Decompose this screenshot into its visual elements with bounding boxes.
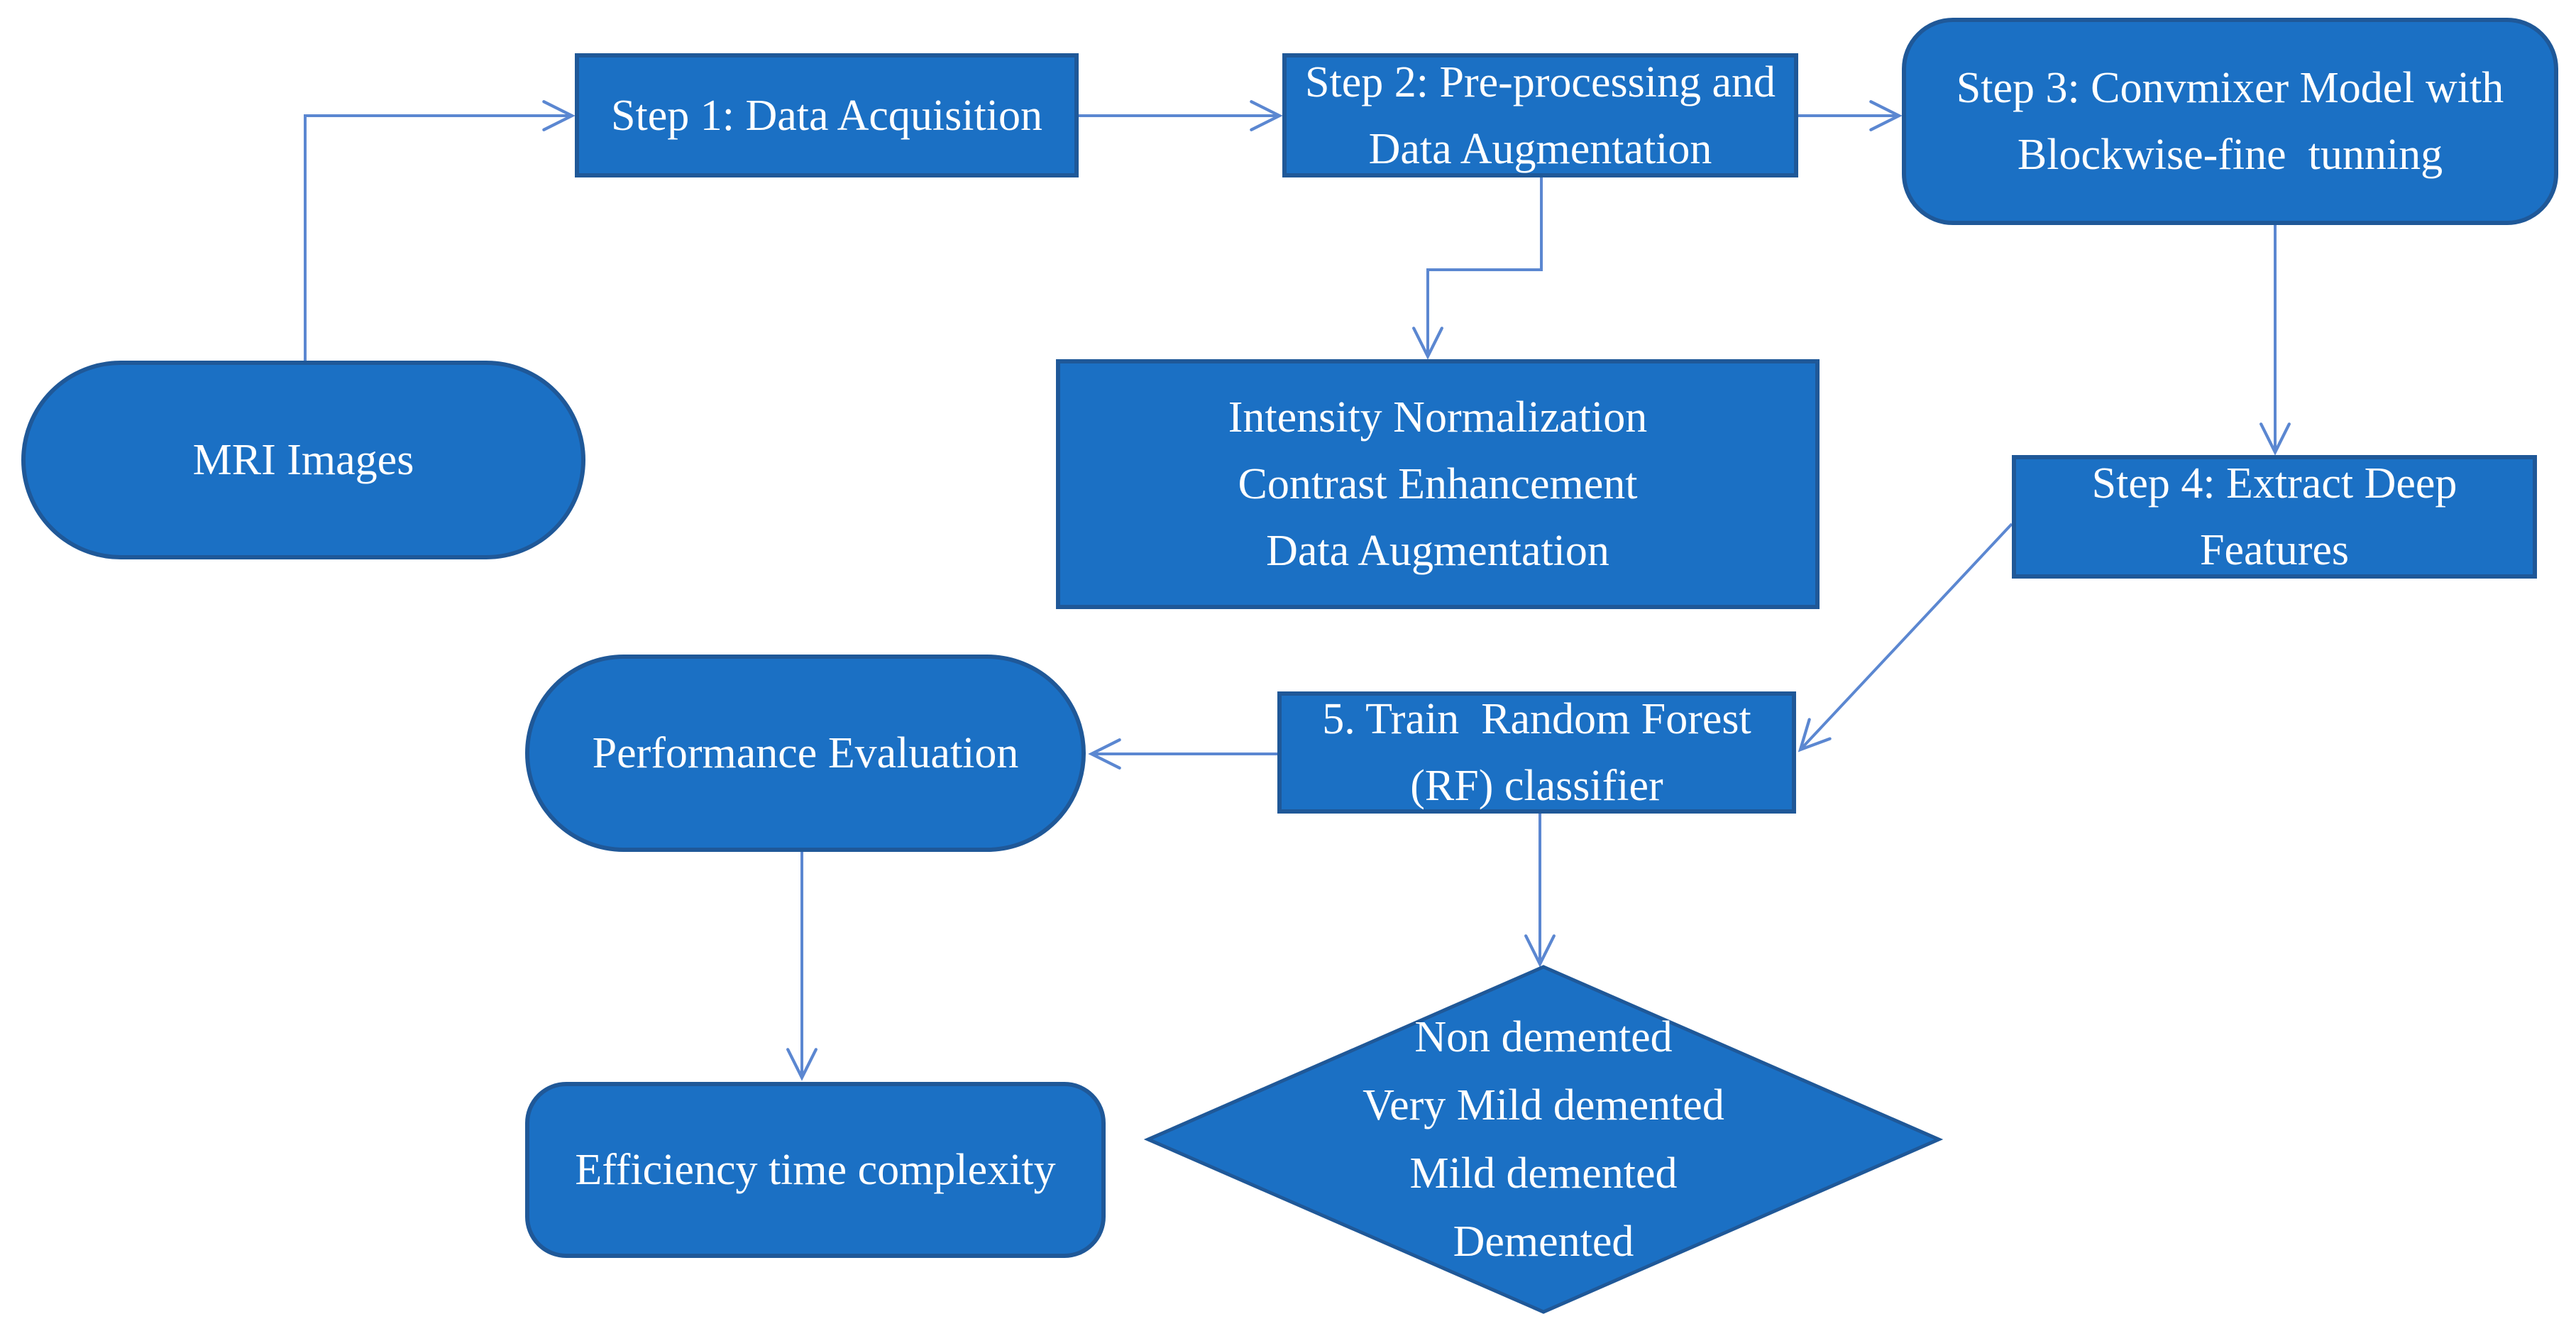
node-mri-images: MRI Images bbox=[21, 361, 585, 559]
node-label: Step 1: Data Acquisition bbox=[611, 91, 1042, 140]
edge-step4-to-train-rf bbox=[1798, 522, 2013, 752]
node-label: Step 2: Pre-processing and bbox=[1305, 58, 1776, 106]
node-label: Efficiency time complexity bbox=[575, 1146, 1056, 1194]
node-label: Non demented bbox=[1414, 1013, 1673, 1061]
node-step2-preprocessing: Step 2: Pre-processing and Data Augmenta… bbox=[1282, 53, 1798, 177]
node-step1-data-acquisition: Step 1: Data Acquisition bbox=[575, 53, 1079, 177]
node-step3-convmixer-model: Step 3: Convmixer Model with Blockwise-f… bbox=[1902, 18, 2558, 225]
node-label: Contrast Enhancement bbox=[1238, 460, 1638, 508]
node-train-random-forest: 5. Train Random Forest (RF) classifier bbox=[1277, 691, 1796, 814]
edge-mri-to-step1 bbox=[304, 100, 576, 361]
node-label: MRI Images bbox=[192, 436, 414, 484]
node-step4-extract-deep-features: Step 4: Extract Deep Features bbox=[2012, 455, 2537, 579]
node-preprocessing-steps: Intensity Normalization Contrast Enhance… bbox=[1056, 359, 1820, 609]
node-label: Intensity Normalization bbox=[1228, 393, 1648, 442]
node-label: Data Augmentation bbox=[1368, 124, 1712, 173]
node-label: Data Augmentation bbox=[1266, 527, 1609, 575]
node-label: Features bbox=[2199, 526, 2350, 574]
node-label: 5. Train Random Forest bbox=[1322, 695, 1751, 743]
decision-diamond-shape bbox=[1143, 965, 1944, 1314]
node-label: Step 4: Extract Deep bbox=[2091, 459, 2457, 508]
node-label: Demented bbox=[1453, 1217, 1634, 1266]
node-label: Very Mild demented bbox=[1363, 1081, 1724, 1129]
node-label: Step 3: Convmixer Model with bbox=[1956, 64, 2504, 112]
edge-step2-to-preproc bbox=[1412, 177, 1543, 360]
node-label: Performance Evaluation bbox=[592, 729, 1019, 777]
node-label: Mild demented bbox=[1409, 1149, 1678, 1198]
node-label: Blockwise-fine tunning bbox=[2017, 131, 2443, 179]
node-efficiency-time-complexity: Efficiency time complexity bbox=[525, 1082, 1106, 1258]
node-decision-classes: Non demented Very Mild demented Mild dem… bbox=[1153, 1002, 1934, 1276]
node-label: (RF) classifier bbox=[1410, 762, 1663, 810]
node-performance-evaluation: Performance Evaluation bbox=[525, 655, 1086, 852]
